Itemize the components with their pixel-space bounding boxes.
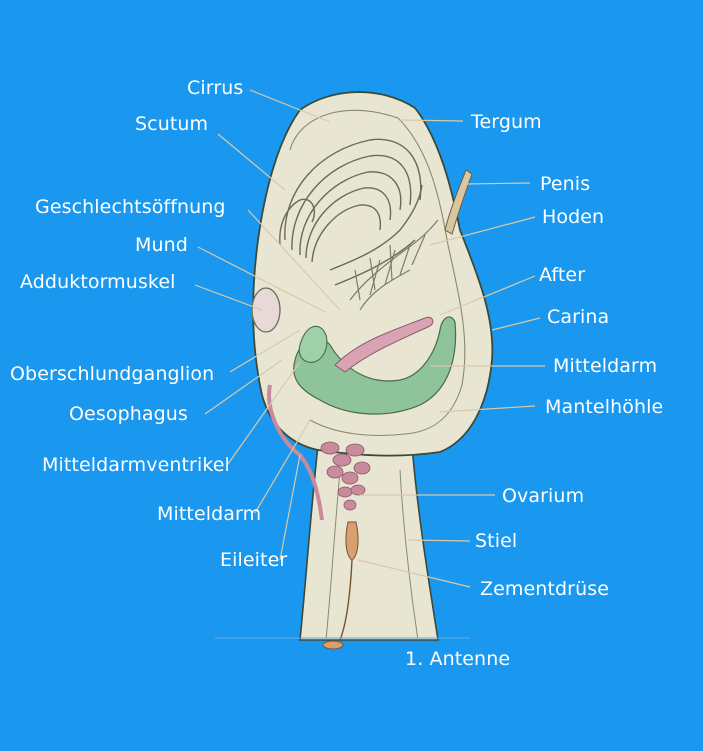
label-mitteldarm-left: Mitteldarm (157, 503, 262, 525)
cirri (279, 138, 423, 286)
label-oberschlundganglion: Oberschlundganglion (10, 363, 215, 385)
label-hoden: Hoden (542, 206, 605, 228)
label-mund: Mund (135, 234, 188, 256)
label-carina: Carina (547, 306, 610, 328)
testis (349, 219, 439, 311)
label-scutum: Scutum (135, 113, 209, 135)
antenne-base (322, 640, 344, 650)
label-tergum: Tergum (471, 111, 542, 133)
adductor-muscle (251, 287, 281, 333)
label-after: After (539, 264, 586, 286)
label-stiel: Stiel (475, 530, 518, 552)
leader-lines (194, 89, 545, 588)
label-oesophagus: Oesophagus (69, 403, 188, 425)
oviduct (267, 384, 324, 521)
cement-duct (339, 559, 353, 641)
label-geschlechtsoeffnung: Geschlechtsöffnung (35, 196, 226, 218)
cement-gland (345, 521, 359, 561)
penis (444, 169, 473, 235)
hindgut (334, 316, 434, 373)
label-cirrus: Cirrus (187, 77, 244, 99)
label-mitteldarmventrikel: Mitteldarmventrikel (42, 454, 230, 476)
stalk (299, 444, 439, 641)
ovary (320, 441, 371, 511)
label-penis: Penis (540, 173, 591, 195)
label-mantelhoehle: Mantelhöhle (545, 396, 664, 418)
label-mitteldarm-right: Mitteldarm (553, 355, 658, 377)
mantle-line (289, 109, 466, 436)
midgut-ventricle (298, 325, 328, 363)
label-zementdruese: Zementdrüse (480, 578, 609, 600)
label-adduktormuskel: Adduktormuskel (20, 271, 176, 293)
stalk-inner-line (325, 469, 341, 641)
label-eileiter: Eileiter (220, 549, 288, 571)
label-ovarium: Ovarium (502, 485, 585, 507)
label-antenne: 1. Antenne (405, 648, 511, 670)
